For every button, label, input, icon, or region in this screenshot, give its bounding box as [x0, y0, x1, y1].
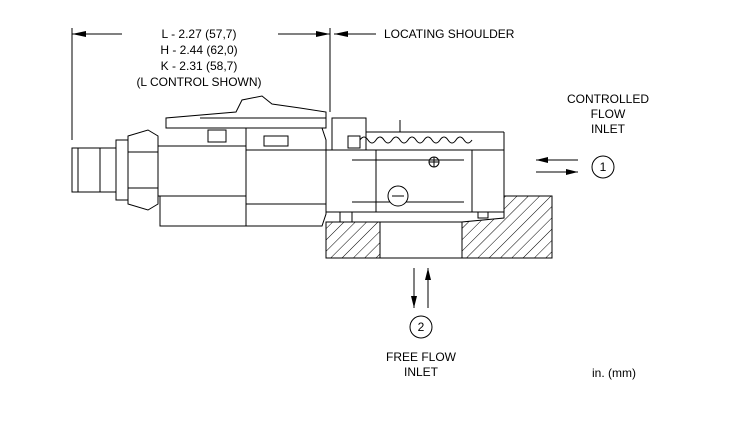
dimension-l-label: L - 2.27 (57,7) [161, 27, 237, 41]
dimension-line [71, 28, 376, 140]
units-label: in. (mm) [592, 366, 636, 380]
port-2-circle [409, 315, 433, 339]
dimension-h-label: H - 2.44 (62,0) [160, 43, 238, 57]
locating-shoulder-label: LOCATING SHOULDER [384, 27, 515, 41]
port-1-flow-arrows [536, 157, 578, 175]
free-flow-label-line2: INLET [403, 365, 438, 379]
controlled-flow-label-line2: FLOW [590, 107, 626, 121]
free-flow-label-line1: FREE FLOW [385, 350, 456, 364]
port-2-number: 2 [417, 320, 425, 334]
port-2-flow-arrows [411, 268, 431, 308]
control-shown-note: (L CONTROL SHOWN) [136, 75, 262, 89]
port-1-circle [591, 155, 615, 179]
dimension-k-label: K - 2.31 (58,7) [160, 59, 238, 73]
controlled-flow-label-line1: CONTROLLED [566, 92, 649, 106]
controlled-flow-label-line3: INLET [590, 122, 625, 136]
valve-cartridge [71, 95, 505, 227]
port-1-number: 1 [599, 160, 607, 174]
cavity-body [325, 195, 553, 259]
